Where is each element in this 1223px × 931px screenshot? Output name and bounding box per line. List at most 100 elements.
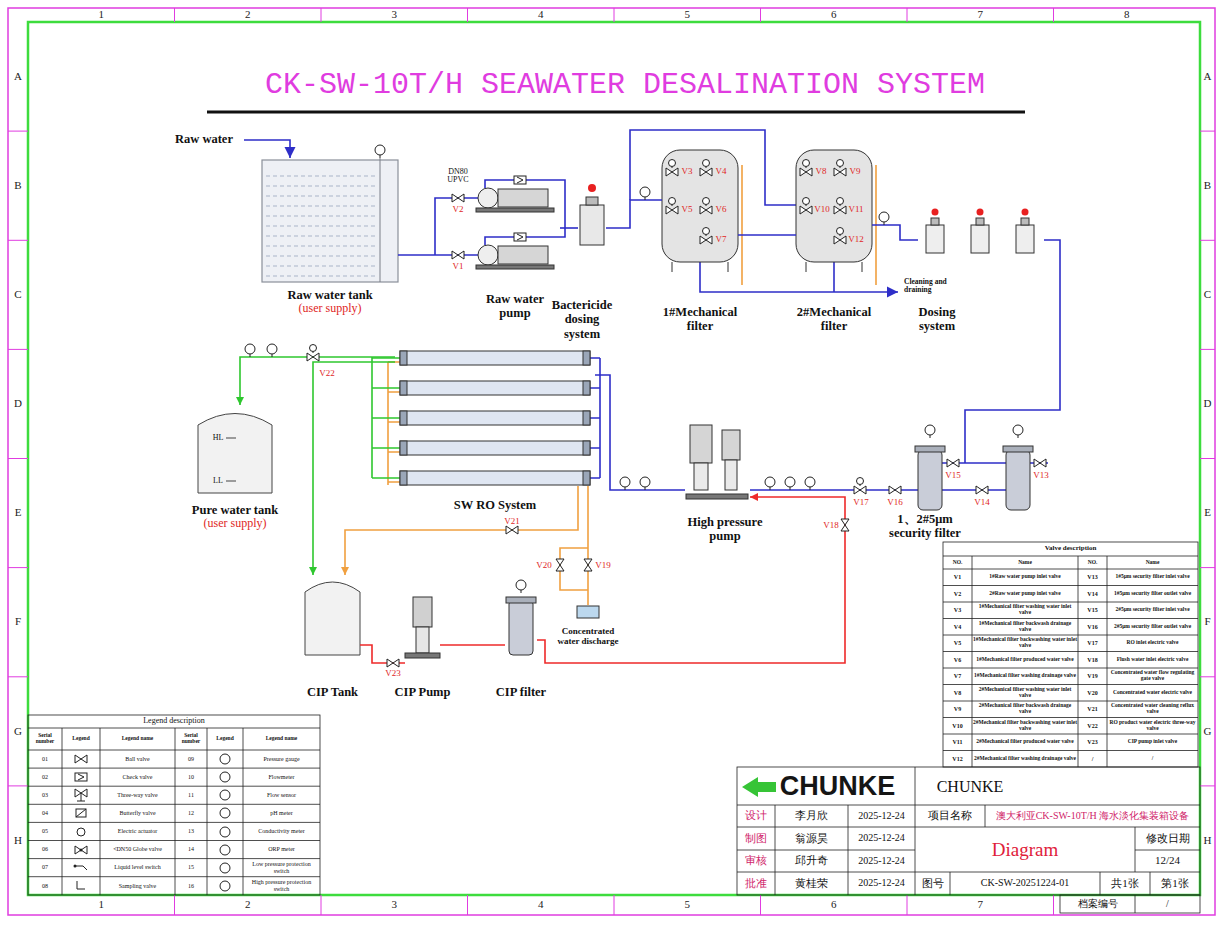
valve-symbol [834,168,846,176]
valve-symbol [834,206,846,214]
valve-number: V3 [943,602,972,619]
ro-membrane [400,351,590,485]
grid-letter: A [8,22,28,131]
instrument-symbol [516,580,526,593]
drawing-frame [8,8,1215,915]
valve-tag: V19 [594,560,612,571]
serial-number: 02 [28,768,62,786]
high-pressure-pump [686,425,748,499]
valve-symbol [947,459,959,467]
actuator-symbol [703,198,710,207]
table-header: Legend name [100,728,175,750]
cartridge-filter [1003,446,1033,452]
valve-name: 1#5μm security filter outlet valve [1107,586,1198,603]
equipment: Raw water pump [470,185,560,270]
title-block-cell: 修改日期 [1135,827,1200,850]
grid-letter: H [1200,786,1215,895]
valve-tag: V23 [384,668,402,679]
equipment-label-group: Dosing system [910,305,964,334]
serial-number: 11 [175,786,207,804]
valve-symbol [452,194,464,202]
valve-name: 1#Mechanical filter backwashing water in… [972,635,1078,652]
legend-symbol [220,863,230,873]
grid-number: 1 [28,8,175,22]
valve-number: V5 [943,635,972,652]
legend-name: High pressure protection switch [243,877,320,895]
serial-number: 15 [175,859,207,877]
equipment: 2#Mechanical filter [796,150,872,262]
logo-mark [742,777,776,797]
grid-number: 4 [468,896,615,914]
pipe-connector [872,225,918,240]
grid-number: 7 [907,8,1054,22]
equipment-label-group: 1、2#5μm security filter [875,512,975,541]
table-header: Name [972,556,1078,569]
level-tag: HL [211,433,225,443]
dosing-tank [1016,225,1034,253]
valve-name: 1#Mechanical filter washing drainage val… [972,668,1078,685]
valve-number: V6 [943,652,972,669]
ro-membrane [583,441,590,455]
drawing-type: Diagram [915,827,1135,872]
legend-name: <DN50 Globe valve [100,841,175,859]
valve-symbol [976,486,988,494]
equipment-label-group: Raw water tank(user supply) [262,288,398,316]
valve-symbol [584,559,592,571]
valve-name: CIP pump inlet valve [1107,734,1198,751]
pump [476,188,554,269]
serial-number: 07 [28,859,62,877]
valve-number: V8 [943,685,972,702]
grid-number: 6 [761,8,908,22]
actuator-symbol [803,160,810,169]
valve-tag: V22 [318,368,336,379]
cartridge-filter [1006,450,1030,510]
cip-pump [405,653,440,658]
valve-number: V11 [943,734,972,751]
dosing-tank [926,225,944,253]
valve-tag: V13 [1032,470,1050,481]
grid-letter: A [1200,22,1215,131]
valve-symbol [514,233,526,241]
dosing-tank [931,218,939,225]
equipment-label: 1#Mechanical filter [652,305,748,334]
serial-number: 10 [175,768,207,786]
grid-letter: H [8,786,28,895]
grid-number: 6 [761,896,908,914]
mechanical-filter [662,150,738,262]
instrument-symbol [267,344,277,357]
pump [498,246,548,264]
valve-number: V23 [1078,734,1107,751]
valve-tag: V21 [503,516,521,527]
valve-tag: V18 [822,520,840,531]
valve-symbol [834,236,846,244]
title-block-cell: 2025-12-24 [848,872,915,895]
equipment: Bactericide dosing system [578,195,606,245]
title-block-cell: CK-SW-20251224-01 [950,872,1100,895]
title-block-cell: 档案编号 [1060,895,1135,913]
legend-symbol [74,754,231,891]
valve-name: 1#Mechanical filter backwash drainage va… [972,619,1078,636]
grid-number: 8 [1054,8,1201,22]
grid-letter: C [1200,240,1215,349]
serial-number: 08 [28,877,62,895]
serial-number: 14 [175,841,207,859]
valve-number: V18 [1078,652,1107,669]
pipe-connector [750,489,905,491]
grid-letter: G [8,677,28,786]
ro-membrane [400,471,590,485]
cartridge-filter [915,446,945,452]
mechanical-filter [672,262,728,272]
mechanical-filter [796,150,872,262]
legend-symbol [220,790,230,800]
valve-number: V17 [1078,635,1107,652]
table-grid [28,715,320,895]
mechanical-filter [662,150,872,272]
legend-name: Three-way valve [100,786,175,804]
equipment-label-group: High pressure pump [675,515,775,544]
table-header: Serial number [175,728,207,750]
valve-tag: V17 [852,497,870,508]
pipe [244,140,290,158]
equipment: Concentrated water discharge [575,605,601,620]
legend-symbol [76,809,86,817]
